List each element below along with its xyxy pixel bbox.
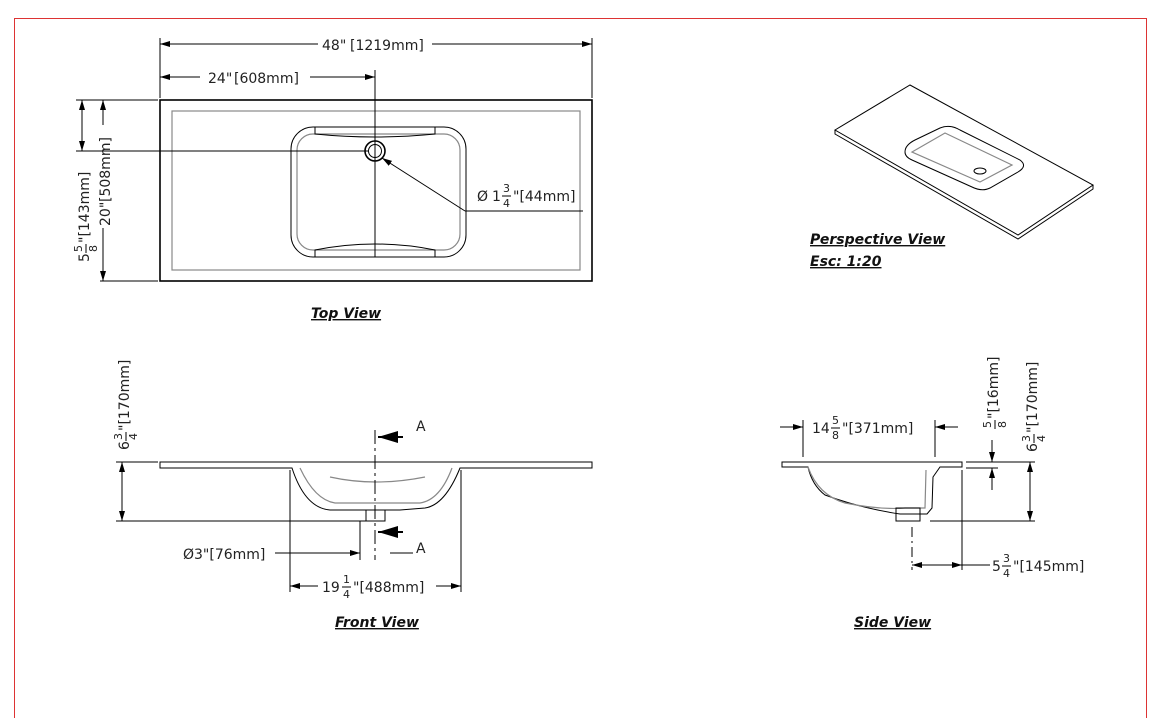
bowl-outline: [290, 126, 467, 258]
drain-center-y-num: 5: [72, 245, 85, 252]
drain-hole-mm: "[44mm]: [513, 189, 575, 205]
bowl-width-num: 1: [343, 573, 350, 586]
diameter-symbol: Ø: [477, 189, 488, 205]
drain-hole-den: 4: [503, 197, 510, 210]
side-drain: [895, 507, 921, 522]
lip-den: 8: [996, 421, 1009, 428]
side-offset-num: 3: [1003, 552, 1010, 565]
drain-center-y-whole: 5: [77, 253, 93, 262]
side-offset-whole: 5: [992, 559, 1001, 575]
overall-width-mm: [1219mm]: [350, 38, 424, 54]
countertop-outline: [159, 99, 593, 282]
front-height-num: 3: [112, 433, 125, 440]
bowl-width-mm: "[488mm]: [353, 580, 424, 596]
side-view: 14 5 8 "[371mm] 5 8 "[16mm] 6 3 4 "[170m…: [780, 357, 1084, 631]
side-height-den: 4: [1035, 435, 1048, 442]
side-view-label: Side View: [854, 615, 931, 631]
depth-mm: [508mm]: [98, 137, 114, 202]
side-bowl-num: 5: [832, 414, 839, 427]
depth-in: 20": [98, 202, 114, 226]
perspective-view: Perspective View Esc: 1:20: [810, 84, 1094, 270]
drain-hole-num: 3: [503, 182, 510, 195]
side-bowl-mm: "[371mm]: [842, 421, 913, 437]
front-height-den: 4: [127, 433, 140, 440]
front-drain-diameter: Ø3"[76mm]: [183, 547, 265, 563]
bowl-width-den: 4: [343, 588, 350, 601]
drawing-frame: [14, 18, 1147, 718]
section-a-bottom: A: [416, 541, 426, 557]
side-offset-mm: "[145mm]: [1013, 559, 1084, 575]
side-height-num: 3: [1020, 435, 1033, 442]
drain-center-x-mm: [608mm]: [234, 71, 299, 87]
lip-mm: "[16mm]: [986, 357, 1002, 419]
overall-width-in: 48": [322, 38, 346, 54]
side-height-mm: "[170mm]: [1025, 362, 1041, 433]
drain-center-y-mm: "[143mm]: [77, 172, 93, 243]
side-bowl-whole: 14: [812, 421, 830, 437]
drain-hole-whole: 1: [492, 189, 501, 205]
front-height-mm: "[170mm]: [117, 360, 133, 431]
side-height-whole: 6: [1025, 443, 1041, 452]
side-bowl-den: 8: [832, 429, 839, 442]
technical-drawing: 48" [1219mm] 24" [608mm] 20" [508mm] 5 5…: [72, 38, 1094, 631]
countertop-inner-edge: [171, 110, 581, 271]
top-view-label: Top View: [311, 306, 381, 322]
front-height-whole: 6: [117, 441, 133, 450]
lip-num: 5: [981, 421, 994, 428]
front-view: A A 6 3 4 "[170mm] Ø3"[76mm] 19 1 4 "[48…: [112, 360, 593, 631]
perspective-view-label: Perspective View: [810, 232, 945, 248]
front-view-label: Front View: [335, 615, 419, 631]
drain-center-y-den: 8: [87, 245, 100, 252]
drain-center-x-in: 24": [208, 71, 232, 87]
bowl-inner: [296, 133, 461, 251]
side-offset-den: 4: [1003, 567, 1010, 580]
section-a-top: A: [416, 419, 426, 435]
top-view: 48" [1219mm] 24" [608mm] 20" [508mm] 5 5…: [72, 38, 593, 322]
scale-label: Esc: 1:20: [810, 254, 882, 270]
bowl-width-whole: 19: [322, 580, 340, 596]
